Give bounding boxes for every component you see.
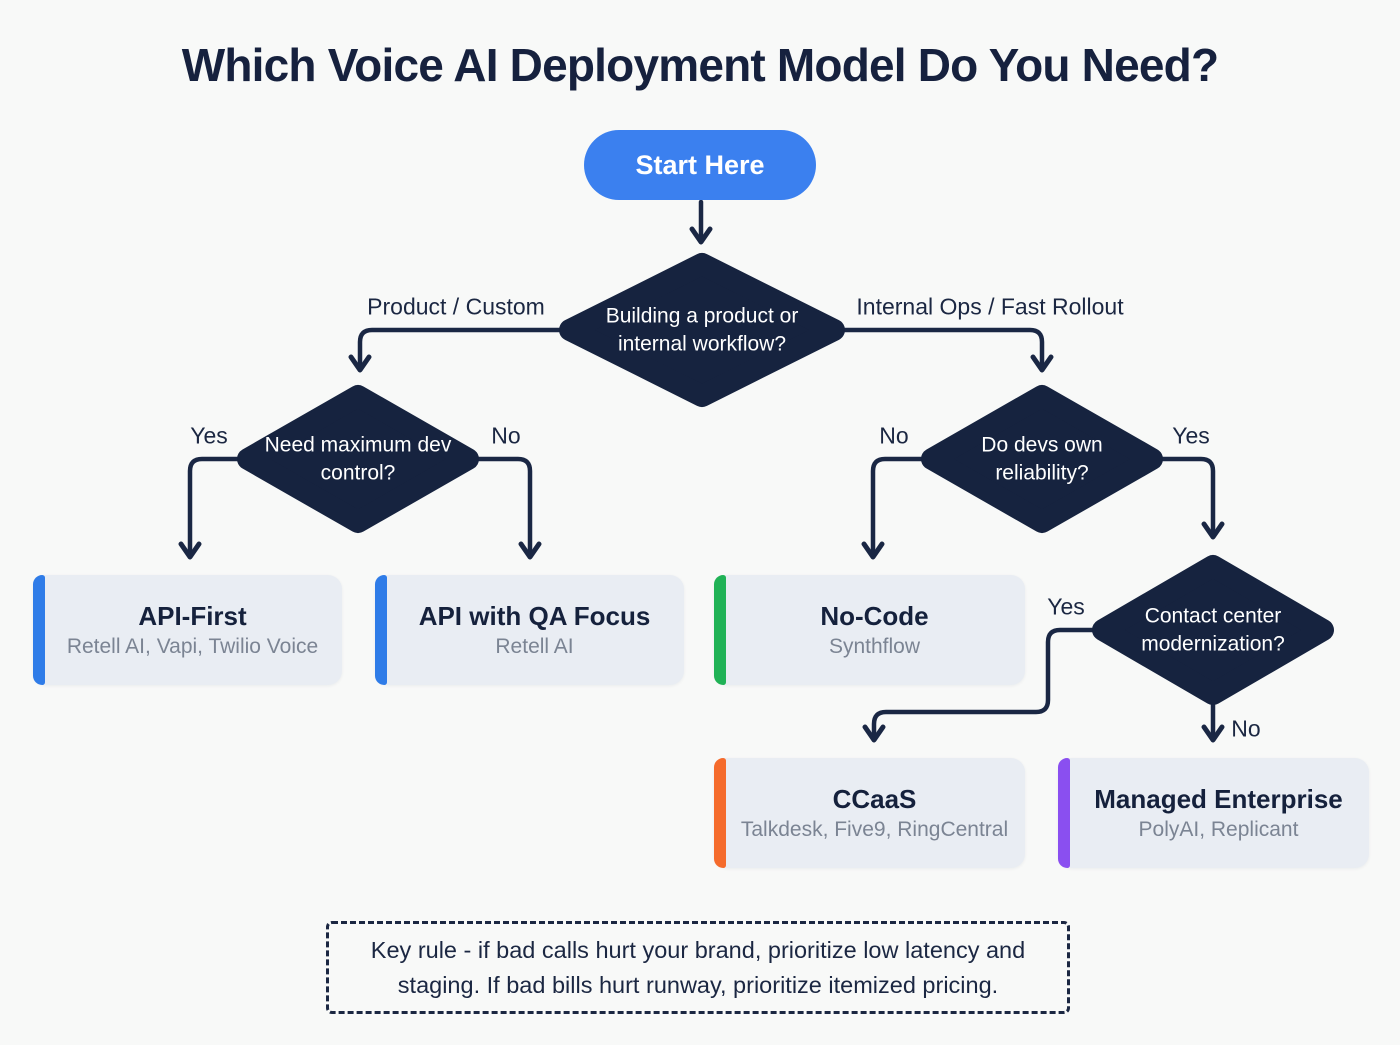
- branch-label-product-custom: Product / Custom: [367, 293, 545, 320]
- outcome-title: API with QA Focus: [418, 601, 651, 631]
- decision-reliability-question: Do devs own reliability?: [981, 433, 1103, 485]
- outcome-title: No-Code: [820, 601, 929, 631]
- decision-modernization-question: Contact center modernization?: [1141, 604, 1285, 656]
- branch-label-modernization-yes: Yes: [1047, 593, 1085, 620]
- start-node-label: Start Here: [635, 149, 765, 180]
- branch-label-control-yes: Yes: [190, 422, 228, 449]
- key-rule-text: Key rule - if bad calls hurt your brand,…: [370, 937, 1026, 998]
- outcome-vendors: Synthflow: [828, 635, 921, 658]
- connector-control-yes: [178, 456, 243, 560]
- outcome-vendors: Talkdesk, Five9, RingCentral: [740, 818, 1009, 841]
- connector-build-left: [348, 327, 563, 373]
- key-rule-note: Key rule - if bad calls hurt your brand,…: [326, 921, 1070, 1014]
- outcome-title: Managed Enterprise: [1094, 784, 1343, 814]
- connector-reliability-no: [861, 456, 927, 560]
- outcome-card-no-code: No-Code Synthflow: [714, 575, 1025, 685]
- outcome-vendors: Retell AI: [495, 635, 574, 658]
- accent-bar: [1058, 758, 1070, 868]
- decision-reliability-shape: [921, 385, 1163, 533]
- decision-control-shape: [237, 385, 479, 533]
- outcome-card-api-qa-focus: API with QA Focus Retell AI: [375, 575, 684, 685]
- decision-control-question: Need maximum dev control?: [264, 433, 452, 485]
- connector-reliability-yes: [1157, 456, 1225, 540]
- branch-label-modernization-no: No: [1231, 715, 1261, 742]
- outcome-card-managed-enterprise: Managed Enterprise PolyAI, Replicant: [1058, 758, 1369, 868]
- outcome-title: CCaaS: [832, 784, 917, 814]
- branch-label-control-no: No: [491, 422, 521, 449]
- connector-build-right: [841, 327, 1054, 373]
- decision-build-question: Building a product or internal workflow?: [605, 304, 799, 356]
- outcome-card-ccaas: CCaaS Talkdesk, Five9, RingCentral: [714, 758, 1025, 868]
- decision-modernization-shape: [1092, 555, 1334, 705]
- start-node: Start Here: [584, 130, 816, 200]
- page-title: Which Voice AI Deployment Model Do You N…: [181, 39, 1219, 91]
- outcome-card-api-first: API-First Retell AI, Vapi, Twilio Voice: [33, 575, 342, 685]
- outcome-title: API-First: [138, 601, 247, 631]
- accent-bar: [375, 575, 387, 685]
- accent-bar: [714, 758, 726, 868]
- connector-control-no: [473, 456, 542, 560]
- accent-bar: [714, 575, 726, 685]
- connector-modernization-yes: [862, 627, 1097, 743]
- branch-label-internal-ops: Internal Ops / Fast Rollout: [856, 293, 1124, 320]
- outcome-vendors: Retell AI, Vapi, Twilio Voice: [66, 635, 319, 658]
- outcome-vendors: PolyAI, Replicant: [1138, 818, 1299, 841]
- accent-bar: [33, 575, 45, 685]
- branch-label-reliability-yes: Yes: [1172, 422, 1210, 449]
- branch-label-reliability-no: No: [879, 422, 909, 449]
- decision-build-shape: [559, 253, 845, 407]
